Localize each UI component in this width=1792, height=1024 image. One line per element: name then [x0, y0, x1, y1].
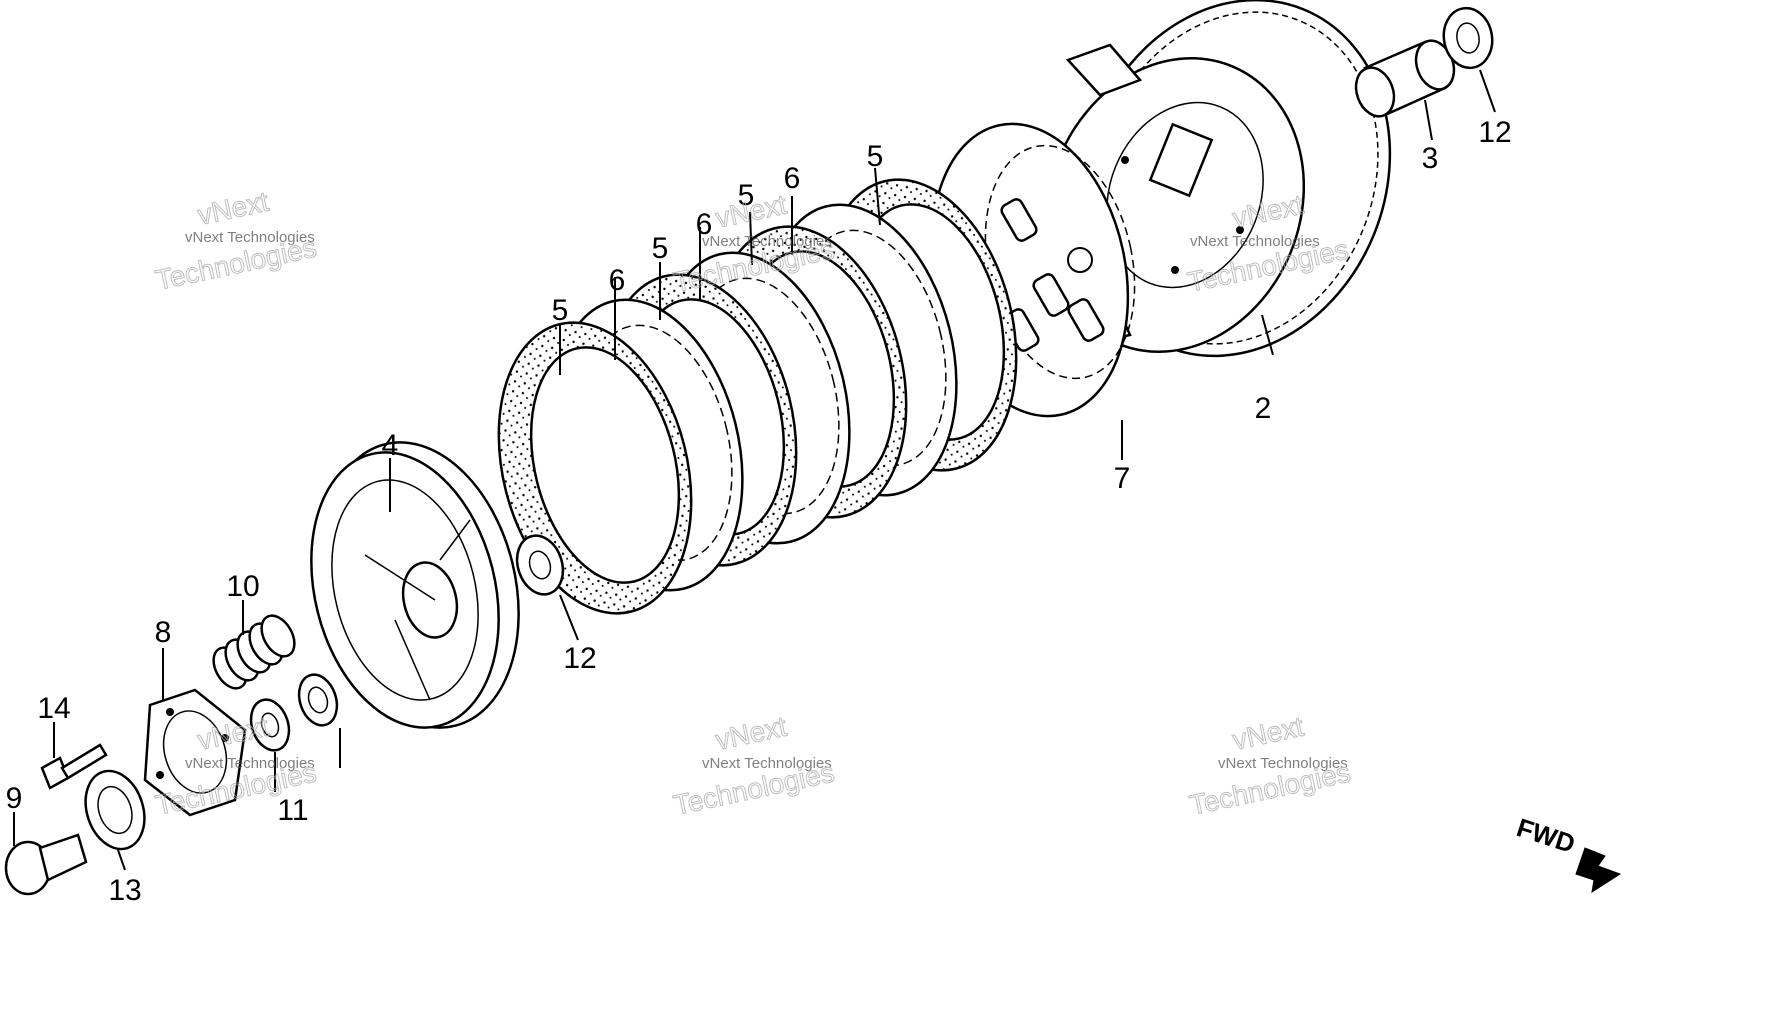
svg-text:vNext: vNext: [713, 711, 790, 756]
lifter-rod: [4, 833, 88, 896]
watermark-top-left: vNext vNext Technologies Technologies: [152, 185, 319, 296]
callout-14: 14: [37, 692, 70, 725]
watermark-bottom-center: vNext vNext Technologies Technologies: [670, 710, 837, 821]
clutch-center: [310, 441, 520, 729]
svg-text:vNext Technologies: vNext Technologies: [702, 233, 832, 250]
clutch-disc-stack: [497, 178, 1018, 615]
lifter-plate: [143, 688, 247, 817]
callout-5-c: 5: [738, 179, 755, 212]
fwd-direction-indicator: FWD: [1513, 812, 1622, 894]
callout-10: 10: [226, 570, 259, 603]
svg-text:vNext: vNext: [195, 186, 272, 231]
callout-5-b: 5: [652, 232, 669, 265]
callout-4: 4: [382, 429, 399, 462]
svg-text:vNext Technologies: vNext Technologies: [1218, 755, 1348, 772]
callout-8: 8: [155, 616, 172, 649]
callout-6-b: 6: [696, 208, 713, 241]
callout-9: 9: [6, 782, 23, 815]
thrust-washer-lower: [515, 534, 565, 596]
callout-5-a: 5: [552, 294, 569, 327]
leader-lines: [13, 69, 1496, 871]
callout-6-a: 6: [609, 264, 626, 297]
callout-11: 11: [277, 794, 308, 827]
callout-12-upper: 12: [1478, 116, 1511, 149]
bolt: [40, 743, 108, 790]
washer-11: [297, 673, 339, 727]
callout-6-c: 6: [784, 162, 801, 195]
fwd-arrow-icon: [1575, 847, 1622, 894]
watermark-bottom-right: vNext vNext Technologies Technologies: [1186, 710, 1353, 821]
callout-numbers: 2 3 12 7 5 6 5 6 5 6 5 4 12 10 8 11 14 9…: [6, 116, 1512, 907]
bearing: [84, 769, 146, 851]
callout-2: 2: [1255, 392, 1272, 425]
svg-text:vNext: vNext: [1230, 711, 1307, 756]
callout-3: 3: [1422, 142, 1439, 175]
thrust-washer-upper: [1442, 6, 1494, 70]
svg-text:vNext Technologies: vNext Technologies: [185, 229, 315, 246]
clutch-spring: [212, 614, 296, 690]
lock-nut: [249, 698, 291, 752]
callout-7: 7: [1114, 462, 1131, 495]
svg-text:vNext Technologies: vNext Technologies: [185, 755, 315, 772]
callout-13: 13: [108, 874, 141, 907]
callout-5-d: 5: [867, 140, 884, 173]
callout-12-lower: 12: [563, 642, 596, 675]
svg-text:vNext Technologies: vNext Technologies: [1190, 233, 1320, 250]
collar: [1354, 39, 1456, 118]
svg-text:vNext Technologies: vNext Technologies: [702, 755, 832, 772]
fwd-label: FWD: [1513, 812, 1579, 859]
